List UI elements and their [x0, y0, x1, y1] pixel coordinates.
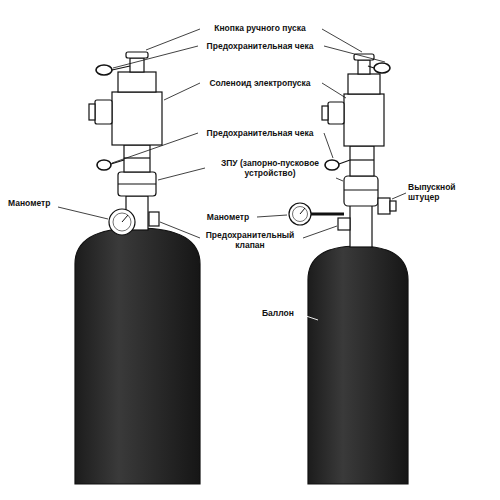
part-label: Выпускной штуцер: [408, 182, 470, 202]
part-label: Манометр: [200, 212, 256, 222]
part-label: Предохранительная чека: [190, 128, 330, 138]
part-label: Кнопка ручного пуска: [190, 23, 330, 33]
part-label: Манометр: [8, 198, 68, 208]
right-cylinder: [289, 54, 408, 484]
left-cylinder: [75, 52, 200, 484]
part-label: Предохранительная чека: [190, 41, 330, 51]
part-label: ЗПУ (запорно-пусковое устройство): [200, 158, 340, 178]
part-label: Баллон: [262, 308, 302, 318]
leader-lines: [58, 29, 406, 322]
part-label: Предохранительный клапан: [195, 230, 305, 250]
part-label: Соленоид электропуска: [190, 78, 330, 88]
